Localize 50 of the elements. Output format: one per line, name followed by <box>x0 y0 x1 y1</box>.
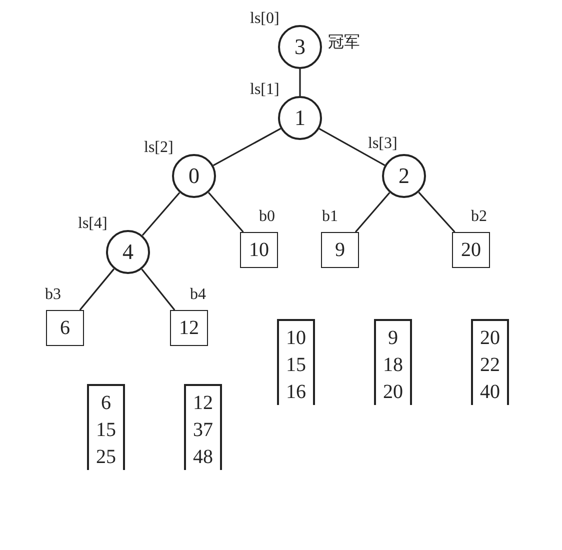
node-caption: ls[2] <box>144 140 174 156</box>
connector-line <box>141 268 176 310</box>
node-value: 15 <box>96 418 116 443</box>
number-column <box>184 384 222 470</box>
node-caption: ls[3] <box>368 136 398 152</box>
node-value: 16 <box>286 380 306 405</box>
node-value: 20 <box>480 326 500 351</box>
connector-line <box>418 192 456 233</box>
node-value: 22 <box>480 353 500 378</box>
number-column <box>471 319 509 405</box>
node-value: 0 <box>188 163 200 189</box>
number-column <box>374 319 412 405</box>
node-caption: b4 <box>190 287 206 303</box>
node-value: 10 <box>286 326 306 351</box>
node-value: 10 <box>249 238 269 262</box>
node-value: 9 <box>335 238 345 262</box>
node-caption: 冠军 <box>328 35 360 51</box>
node-caption: b3 <box>45 287 61 303</box>
node-caption: b1 <box>322 209 338 225</box>
connector-line <box>299 69 301 96</box>
connector-line <box>212 128 282 166</box>
node-value: 20 <box>383 380 403 405</box>
number-column <box>87 384 125 470</box>
node-value: 4 <box>122 239 134 265</box>
node-value: 12 <box>193 391 213 416</box>
number-column <box>277 319 315 405</box>
connector-line <box>354 192 390 233</box>
node-value: 9 <box>388 326 398 351</box>
node-value: 15 <box>286 353 306 378</box>
node-value: 37 <box>193 418 213 443</box>
node-value: 48 <box>193 445 213 470</box>
node-value: 12 <box>179 316 199 340</box>
node-value: 6 <box>60 316 70 340</box>
connector-line <box>318 128 386 166</box>
node-caption: b2 <box>471 209 487 225</box>
node-value: 18 <box>383 353 403 378</box>
node-value: 6 <box>101 391 111 416</box>
node-value: 1 <box>294 105 306 131</box>
node-value: 25 <box>96 445 116 470</box>
node-caption: ls[1] <box>250 82 280 98</box>
connector-line <box>79 268 115 311</box>
node-caption: b0 <box>259 209 275 225</box>
connector-line <box>142 192 180 236</box>
connector-line <box>208 192 244 233</box>
node-caption: ls[0] <box>250 11 280 27</box>
node-caption: ls[4] <box>78 216 108 232</box>
node-value: 40 <box>480 380 500 405</box>
node-value: 20 <box>461 238 481 262</box>
node-value: 2 <box>398 163 410 189</box>
node-value: 3 <box>294 34 306 60</box>
